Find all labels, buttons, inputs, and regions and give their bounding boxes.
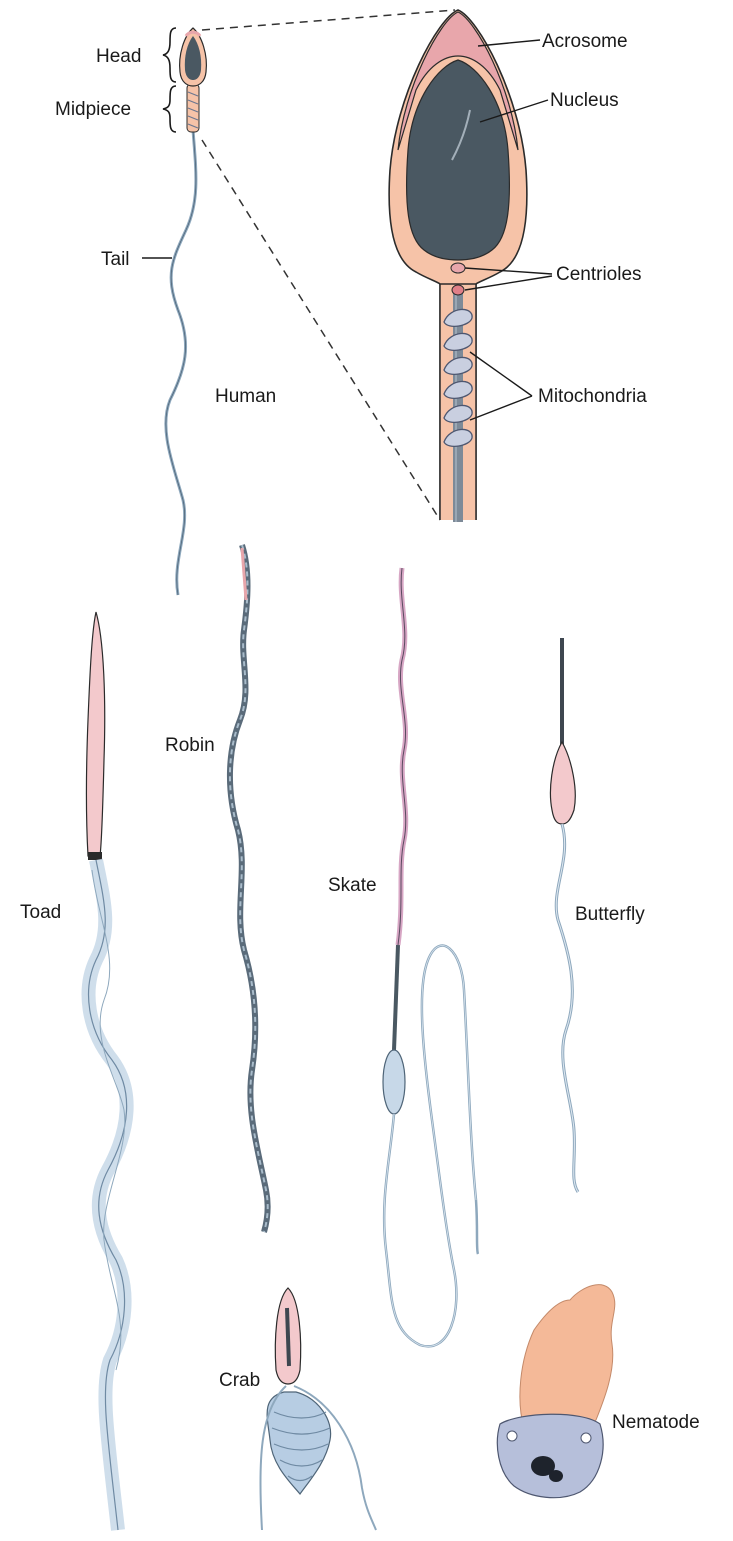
zoom-line-top xyxy=(202,10,455,30)
acrosome-leader xyxy=(478,40,540,46)
robin-sperm xyxy=(230,545,268,1232)
detail-centriole-1 xyxy=(451,263,465,273)
label-toad: Toad xyxy=(20,903,61,922)
nematode-body xyxy=(497,1414,603,1497)
label-acrosome: Acrosome xyxy=(542,32,628,51)
label-crab: Crab xyxy=(219,1371,260,1390)
label-human: Human xyxy=(215,387,276,406)
mitochondria-leader-2 xyxy=(470,396,532,420)
label-butterfly: Butterfly xyxy=(575,905,645,924)
butterfly-sperm xyxy=(550,638,578,1192)
toad-sperm xyxy=(87,612,127,1530)
midpiece-brace xyxy=(163,86,176,132)
label-head: Head xyxy=(96,47,141,66)
head-brace xyxy=(163,28,176,82)
crab-body xyxy=(267,1392,331,1494)
label-nematode: Nematode xyxy=(612,1413,700,1432)
skate-sperm xyxy=(383,568,478,1346)
detail-centriole-2 xyxy=(452,285,464,295)
butterfly-head xyxy=(550,742,575,824)
crab-sperm xyxy=(260,1288,376,1530)
mitochondria-leader-1 xyxy=(470,352,532,396)
human-tail xyxy=(166,130,196,595)
label-centrioles: Centrioles xyxy=(556,265,642,284)
skate-tail xyxy=(384,946,478,1347)
label-nucleus: Nucleus xyxy=(550,91,619,110)
nematode-sperm xyxy=(497,1285,614,1498)
human-sperm-detail xyxy=(389,10,552,522)
label-skate: Skate xyxy=(328,876,377,895)
robin-body xyxy=(230,545,268,1232)
nematode-pseudopod xyxy=(520,1285,615,1432)
label-mitochondria: Mitochondria xyxy=(538,387,647,406)
label-robin: Robin xyxy=(165,736,215,755)
skate-midpiece xyxy=(383,1050,405,1114)
label-tail: Tail xyxy=(101,250,130,269)
label-midpiece: Midpiece xyxy=(55,100,131,119)
toad-head xyxy=(87,612,105,856)
